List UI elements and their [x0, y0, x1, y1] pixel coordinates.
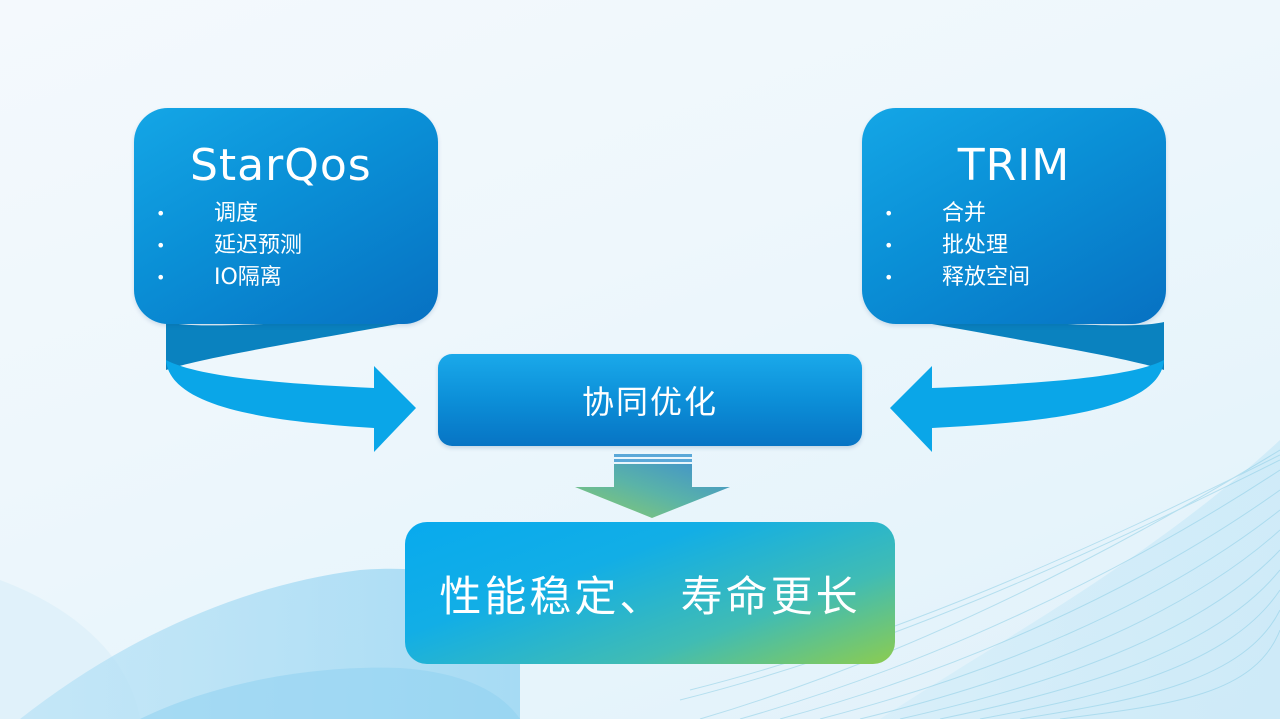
starqos-box: StarQos • 调度 • 延迟预测 • IO隔离	[134, 108, 438, 324]
co-optimization-label: 协同优化	[581, 383, 718, 421]
bullet-icon: •	[156, 236, 166, 255]
feature-label: 延迟预测	[214, 233, 303, 258]
feature-label: 释放空间	[942, 265, 1031, 290]
feature-label: IO隔离	[214, 265, 282, 290]
result-label: 性能稳定、 寿命更长	[439, 571, 861, 621]
list-item: • IO隔离	[154, 262, 302, 294]
feature-label: 批处理	[942, 233, 1009, 258]
list-item: • 批处理	[882, 230, 1030, 262]
trim-feature-list: • 合并 • 批处理 • 释放空间	[882, 198, 1030, 294]
list-item: • 合并	[882, 198, 1030, 230]
trim-title: TRIM	[957, 140, 1071, 191]
list-item: • 调度	[154, 198, 302, 230]
feature-label: 调度	[214, 201, 259, 226]
starqos-title: StarQos	[190, 140, 372, 191]
result-box: 性能稳定、 寿命更长	[405, 522, 895, 664]
trim-box: TRIM • 合并 • 批处理 • 释放空间	[862, 108, 1166, 324]
starqos-feature-list: • 调度 • 延迟预测 • IO隔离	[154, 198, 302, 294]
bullet-icon: •	[884, 268, 894, 287]
bullet-icon: •	[156, 204, 166, 223]
bullet-icon: •	[156, 268, 166, 287]
feature-label: 合并	[942, 201, 987, 226]
list-item: • 延迟预测	[154, 230, 302, 262]
list-item: • 释放空间	[882, 262, 1030, 294]
co-optimization-box: 协同优化	[438, 354, 862, 446]
bullet-icon: •	[884, 204, 894, 223]
bullet-icon: •	[884, 236, 894, 255]
